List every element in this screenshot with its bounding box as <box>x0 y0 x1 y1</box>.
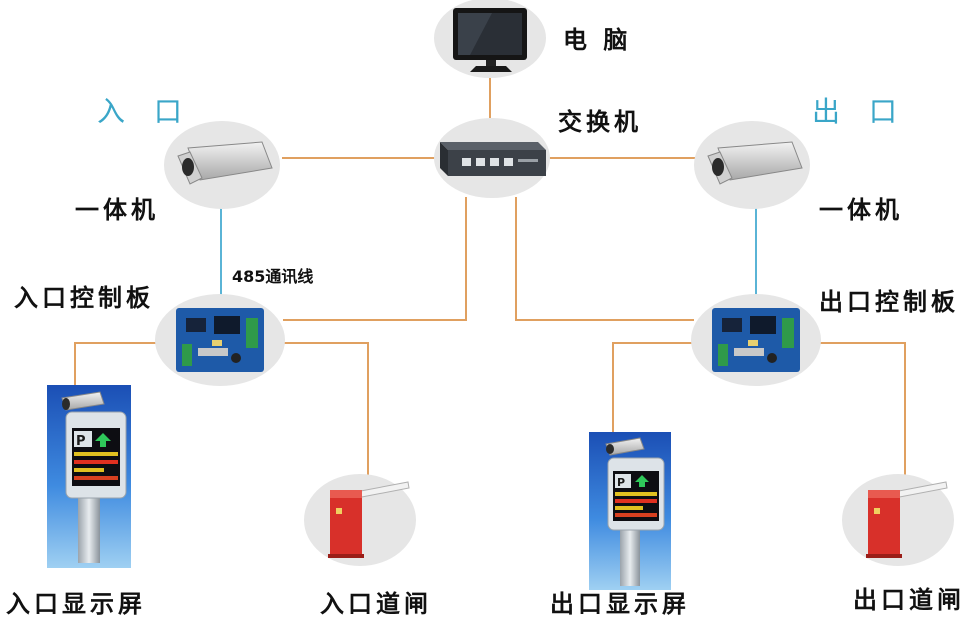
wire-exit-board-display <box>612 342 694 432</box>
exit-display-node: P <box>589 432 671 590</box>
exit-gate-label: 出口道闸 <box>853 586 965 614</box>
parking-display-terminal-icon: P <box>61 391 127 563</box>
wire-switch-exit-board <box>515 197 694 321</box>
computer-label: 电 脑 <box>563 26 632 54</box>
exit-camera-node <box>694 121 810 209</box>
connection-lines <box>74 78 906 478</box>
computer-node <box>434 0 546 78</box>
exit-board-node <box>691 294 821 386</box>
circuit-board-icon <box>176 308 264 372</box>
network-switch-icon <box>440 142 546 176</box>
parking-display-terminal-icon: P <box>605 437 665 586</box>
entrance-board-label: 入口控制板 <box>14 284 154 312</box>
wire-entrance-board-display <box>74 342 158 385</box>
svg-text:P: P <box>617 476 625 489</box>
exit-camera-label: 一体机 <box>819 196 903 224</box>
entrance-camera-node <box>164 121 280 209</box>
box-camera-icon <box>177 141 273 185</box>
rs485-label: 485通讯线 <box>232 267 314 286</box>
exit-heading: 出 口 <box>812 95 907 128</box>
wire-switch-entrance-board <box>283 197 467 321</box>
desktop-computer-icon <box>453 8 527 72</box>
entrance-display-node: P <box>47 385 131 568</box>
entrance-board-node <box>155 294 285 386</box>
exit-display-label: 出口显示屏 <box>550 590 690 618</box>
entrance-gate-label: 入口道闸 <box>320 590 432 618</box>
switch-node <box>434 118 550 198</box>
exit-board-label: 出口控制板 <box>819 288 959 316</box>
wire-entrance-board-gate <box>283 342 369 478</box>
barrier-gate-icon <box>328 481 410 558</box>
exit-gate-node <box>842 474 954 566</box>
circuit-board-icon <box>712 308 800 372</box>
barrier-gate-icon <box>866 481 948 558</box>
entrance-gate-node <box>304 474 416 566</box>
svg-text:P: P <box>76 434 86 449</box>
switch-label: 交换机 <box>558 108 642 136</box>
entrance-camera-label: 一体机 <box>75 196 159 224</box>
entrance-heading: 入 口 <box>97 95 192 128</box>
wire-exit-board-gate <box>820 342 906 478</box>
entrance-display-label: 入口显示屏 <box>6 590 146 618</box>
box-camera-icon <box>707 141 803 185</box>
